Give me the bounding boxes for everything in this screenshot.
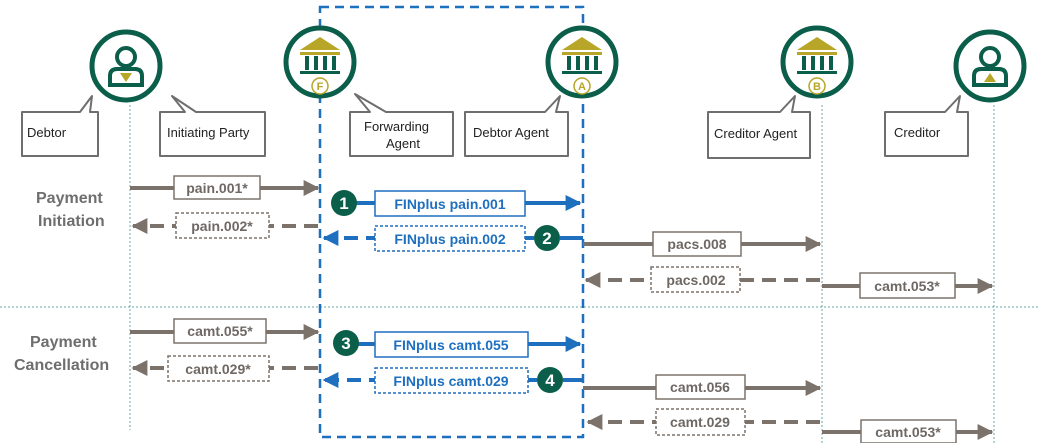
msg-box-pacs002 [650, 266, 741, 293]
section-initiation-line1: Payment [36, 190, 103, 207]
msg-box-camt053-a [859, 272, 956, 299]
step-badge-3 [333, 330, 359, 356]
callout-forwarding-agent: Forwarding Agent [349, 93, 454, 157]
creditor-agent-label: Creditor Agent [714, 126, 797, 141]
forwarding-agent-bank-icon: F [283, 25, 357, 99]
msg-fin-camt055: FINplus camt.055 [393, 337, 508, 353]
creditor-actor-icon [953, 29, 1027, 103]
msg-box-pacs008 [652, 231, 742, 257]
step-number-2: 2 [542, 229, 551, 248]
person-up-icon [984, 73, 996, 82]
debtor-agent-badge: A [578, 81, 586, 93]
step-number-4: 4 [545, 371, 555, 390]
callout-creditor-agent: Creditor Agent [707, 95, 811, 159]
msg-camt053-b: camt.053* [875, 424, 941, 440]
msg-box-camt056 [655, 374, 746, 400]
debtor-label: Debtor [27, 125, 67, 140]
msg-camt029-client: camt.029* [185, 361, 251, 377]
creditor-agent-badge: B [813, 81, 821, 93]
msg-box-camt029-inter [655, 408, 746, 436]
msg-pain002: pain.002* [191, 218, 253, 234]
msg-box-pain002 [175, 212, 270, 239]
debtor-agent-label: Debtor Agent [473, 125, 549, 140]
forwarding-agent-label-line2: Agent [386, 136, 420, 151]
callout-creditor: Creditor [884, 95, 969, 157]
forwarding-agent-label-line1: Forwarding [364, 119, 429, 134]
msg-fin-pain001: FINplus pain.001 [394, 196, 505, 212]
creditor-agent-bank-icon: B [780, 25, 854, 99]
step-number-3: 3 [341, 334, 350, 353]
callout-debtor: Debtor [21, 95, 99, 157]
step-number-1: 1 [339, 194, 348, 213]
msg-fin-pain002: FINplus pain.002 [394, 231, 505, 247]
msg-box-camt053-b [860, 419, 957, 443]
msg-camt029-inter: camt.029 [670, 414, 730, 430]
callout-debtor-agent: Debtor Agent [464, 95, 569, 157]
creditor-label: Creditor [894, 125, 941, 140]
debtor-agent-bank-icon: A [545, 25, 619, 99]
msg-box-camt029-client [167, 355, 270, 382]
step-badge-2 [534, 225, 560, 251]
msg-camt055: camt.055* [187, 323, 253, 339]
msg-camt056: camt.056 [670, 379, 730, 395]
section-cancellation-line1: Payment [30, 334, 97, 351]
forwarding-agent-badge: F [317, 81, 324, 93]
msg-box-camt055 [173, 318, 267, 344]
msg-pacs008: pacs.008 [667, 236, 726, 252]
msg-camt053-a: camt.053* [874, 278, 940, 294]
initiating-party-label: Initiating Party [167, 125, 250, 140]
msg-box-fin-camt055 [374, 331, 529, 358]
step-badge-1 [331, 190, 357, 216]
person-down-icon [120, 73, 132, 82]
section-cancellation-line2: Cancellation [14, 357, 109, 374]
msg-box-fin-pain002 [374, 225, 526, 252]
debtor-actor-icon [89, 29, 163, 103]
step-badge-4 [537, 367, 563, 393]
lifelines [129, 105, 995, 443]
callout-initiating-party: Initiating Party [159, 95, 266, 157]
msg-box-fin-pain001 [374, 190, 526, 217]
msg-box-fin-camt029 [374, 367, 529, 394]
msg-pacs002: pacs.002 [666, 272, 725, 288]
msg-box-pain001 [173, 175, 261, 200]
msg-fin-camt029: FINplus camt.029 [393, 373, 508, 389]
forwarding-agent-box [318, 5, 585, 439]
msg-pain001: pain.001* [186, 180, 248, 196]
section-initiation-line2: Initiation [38, 213, 105, 230]
